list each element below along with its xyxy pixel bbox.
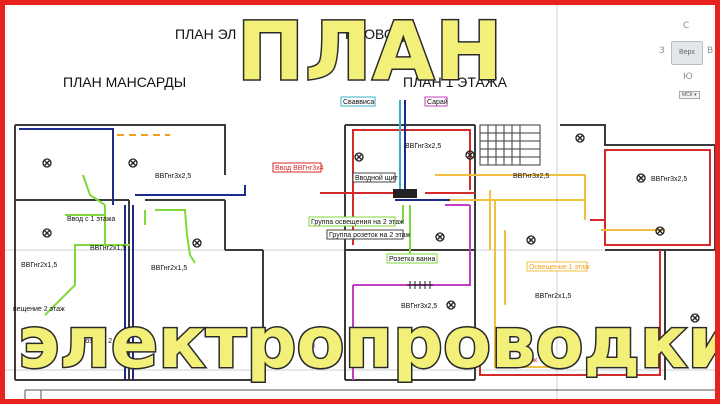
mansard-green-wires (44, 174, 196, 316)
label-kz: КЗ (307, 343, 315, 350)
label-roz-vanna: Розетка ванна (389, 256, 435, 263)
floor1-magenta-wires (352, 204, 471, 380)
label-vvg3x25-d: ВВГнг3х2,5 (401, 303, 437, 310)
headline-plan: ПЛАН (235, 5, 504, 98)
mansard-label-roz2: Розетки 2 этаж (81, 338, 129, 345)
coord-system-menu[interactable]: МСК ▾ (679, 91, 700, 99)
floor1-green-wires (402, 205, 411, 255)
cad-drawing: ПЛАН ЭЛ ПРОВОДК ПЛАН МАНСАРДЫ ПЛАН 1 ЭТА… (5, 5, 715, 399)
floor1-yellow-wires (435, 174, 665, 368)
floor1-title: ПЛАН 1 ЭТАЖА (403, 74, 508, 90)
floor1-red-wires (320, 129, 711, 376)
floor1-stairs (479, 124, 541, 166)
osv1-tag (526, 261, 588, 272)
gr-roz-tag (326, 229, 404, 240)
mansard-label-vvg2x15-a: ВВГнг2х1,5 (90, 245, 126, 252)
nav-west[interactable]: З (659, 46, 665, 56)
label-bottom-etazh: этаж (522, 357, 537, 364)
mansard-title: ПЛАН МАНСАРДЫ (63, 74, 186, 90)
label-vvod-vvg: Ввод ВВГнг3х4 (275, 165, 324, 172)
sheet-border (24, 389, 715, 399)
label-vvodnoy-shit: Вводной щит (355, 174, 398, 182)
label-gr-roz-2: Группа розеток на 2 этаж (329, 232, 411, 239)
floor1-blue-wires (395, 100, 450, 201)
mansard-walls (14, 124, 264, 381)
mansard-label-vvg2x15-b: ВВГнг2х1,5 (21, 262, 57, 269)
label-gr-osv-2: Группа освещения на 2 этаж (311, 219, 404, 226)
label-vvg3x25-b: ВВГнг3х2,5 (513, 173, 549, 180)
nav-south[interactable]: Ю (683, 72, 693, 82)
vvodnoy-shit-box (393, 189, 417, 198)
top-plan-title: ПЛАН ЭЛ (175, 26, 236, 42)
label-saray: Сарай (427, 98, 448, 106)
mansard-label-vvg2x15-c: ВВГнг2х1,5 (151, 265, 187, 272)
roz-vanna-tag (386, 253, 438, 264)
mansard-label-vvg3x25: ВВГнг3х2,5 (155, 173, 191, 180)
mansard-blue-wires (19, 128, 246, 380)
top-plan-title-right: ПРОВОДК (345, 26, 413, 42)
mansard-label-osv2: вещение 2 этаж (13, 306, 65, 313)
mansard-lamps (42, 158, 202, 248)
mansard-label-vvod: Ввод с 1 этажа (67, 216, 115, 223)
label-svazvisa: Сваввиса (343, 99, 374, 106)
svazvisa-tag (340, 96, 376, 107)
saray-tag (424, 96, 448, 107)
label-vvg3x25-a: ВВГнг3х2,5 (405, 143, 441, 150)
vvod-tag (272, 162, 322, 173)
view-cube[interactable]: С З Верх В Ю МСК ▾ (657, 17, 715, 107)
label-vvg3x25-c: ВВГнг3х2,5 (651, 176, 687, 183)
headline-elektroprovodki: электропроводки (17, 301, 720, 386)
nav-face-top[interactable]: Верх (671, 41, 703, 65)
gr-osv-tag (308, 216, 396, 227)
label-vvg2x15-floor1: ВВГнг2х1,5 (535, 293, 571, 300)
nav-north[interactable]: С (683, 21, 690, 31)
floor1-lamps (354, 133, 700, 323)
vvodnoy-shit-tag (352, 172, 396, 183)
floor1-radiator (407, 281, 433, 289)
label-osv-1: Освещение 1 этаж (529, 264, 590, 271)
nav-east[interactable]: В (707, 46, 714, 56)
